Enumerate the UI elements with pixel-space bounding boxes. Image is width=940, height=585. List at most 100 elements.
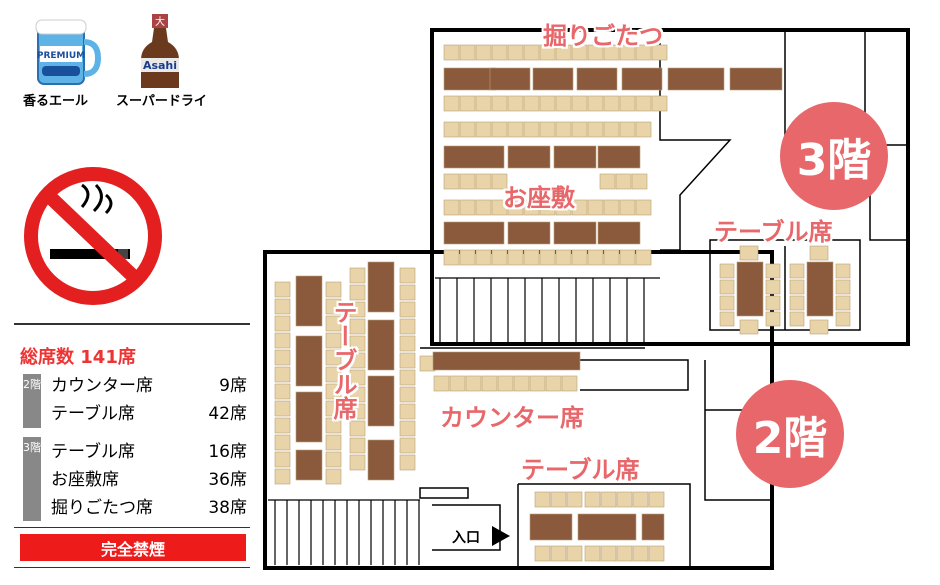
drink-label-ale: 香るエール (23, 94, 89, 109)
seat (739, 245, 759, 261)
seat (443, 249, 460, 266)
entrance-label: 入口 (452, 530, 480, 546)
table (553, 145, 597, 169)
seat (600, 491, 617, 508)
seat (349, 403, 366, 420)
seat (835, 295, 851, 311)
seat (534, 545, 551, 562)
seat (475, 173, 492, 190)
table (577, 513, 637, 541)
seat (491, 249, 508, 266)
seat (523, 95, 540, 112)
seat (603, 44, 620, 61)
seat (555, 44, 572, 61)
seat (513, 375, 530, 392)
seat (835, 311, 851, 327)
seat (523, 44, 540, 61)
seat (600, 545, 617, 562)
table (806, 261, 834, 317)
seat (349, 386, 366, 403)
seat (584, 491, 601, 508)
area-ozashiki: お座敷 (503, 184, 575, 212)
seat (835, 279, 851, 295)
table (295, 391, 323, 443)
seat (399, 284, 416, 301)
seat (274, 281, 291, 298)
divider (14, 567, 250, 568)
area-counter: カウンター席 (440, 404, 584, 432)
table (729, 67, 783, 91)
seat (555, 95, 572, 112)
seat (603, 121, 620, 138)
divider (14, 323, 250, 325)
seat (349, 437, 366, 454)
seat (507, 121, 524, 138)
seat (274, 366, 291, 383)
seat (789, 279, 805, 295)
seat (459, 121, 476, 138)
seat (475, 121, 492, 138)
seat (449, 375, 466, 392)
table (443, 221, 505, 245)
seat (475, 44, 492, 61)
seat (349, 420, 366, 437)
svg-text:大: 大 (155, 15, 165, 28)
seat (349, 369, 366, 386)
seat (719, 279, 735, 295)
table (489, 67, 531, 91)
seat (835, 263, 851, 279)
seat (475, 249, 492, 266)
seat (274, 434, 291, 451)
area-table2-bottom: テーブル席 (521, 456, 640, 484)
table (443, 145, 505, 169)
seat (274, 417, 291, 434)
seat (739, 319, 759, 335)
seat (325, 332, 342, 349)
seat (631, 173, 648, 190)
entrance-arrow-icon (492, 526, 510, 546)
seat (529, 375, 546, 392)
seat (459, 199, 476, 216)
seat (566, 545, 583, 562)
seat (497, 375, 514, 392)
table (367, 375, 395, 427)
table (736, 261, 764, 317)
table (641, 513, 665, 541)
seat (635, 199, 652, 216)
seat (325, 451, 342, 468)
seat (475, 199, 492, 216)
seat (443, 173, 460, 190)
seat (399, 369, 416, 386)
seat (587, 121, 604, 138)
seat (616, 491, 633, 508)
seat (555, 199, 572, 216)
table (597, 145, 641, 169)
table (667, 67, 725, 91)
seat (765, 263, 781, 279)
seat (491, 44, 508, 61)
area-horigotatsu: 掘りごたつ (543, 22, 663, 50)
seat (325, 434, 342, 451)
seat (325, 417, 342, 434)
seat (491, 121, 508, 138)
seat (443, 199, 460, 216)
seat (632, 491, 649, 508)
seat (648, 491, 665, 508)
seat (491, 199, 508, 216)
no-smoking-icon (22, 165, 164, 307)
table (295, 449, 323, 481)
seat (651, 95, 668, 112)
seat (459, 44, 476, 61)
seat (539, 249, 556, 266)
drink-label-superdry: スーパードライ (116, 94, 207, 109)
seat (475, 95, 492, 112)
seat (619, 249, 636, 266)
seat (648, 545, 665, 562)
seat (555, 249, 572, 266)
seat (507, 95, 524, 112)
seat (571, 199, 588, 216)
seat (635, 121, 652, 138)
